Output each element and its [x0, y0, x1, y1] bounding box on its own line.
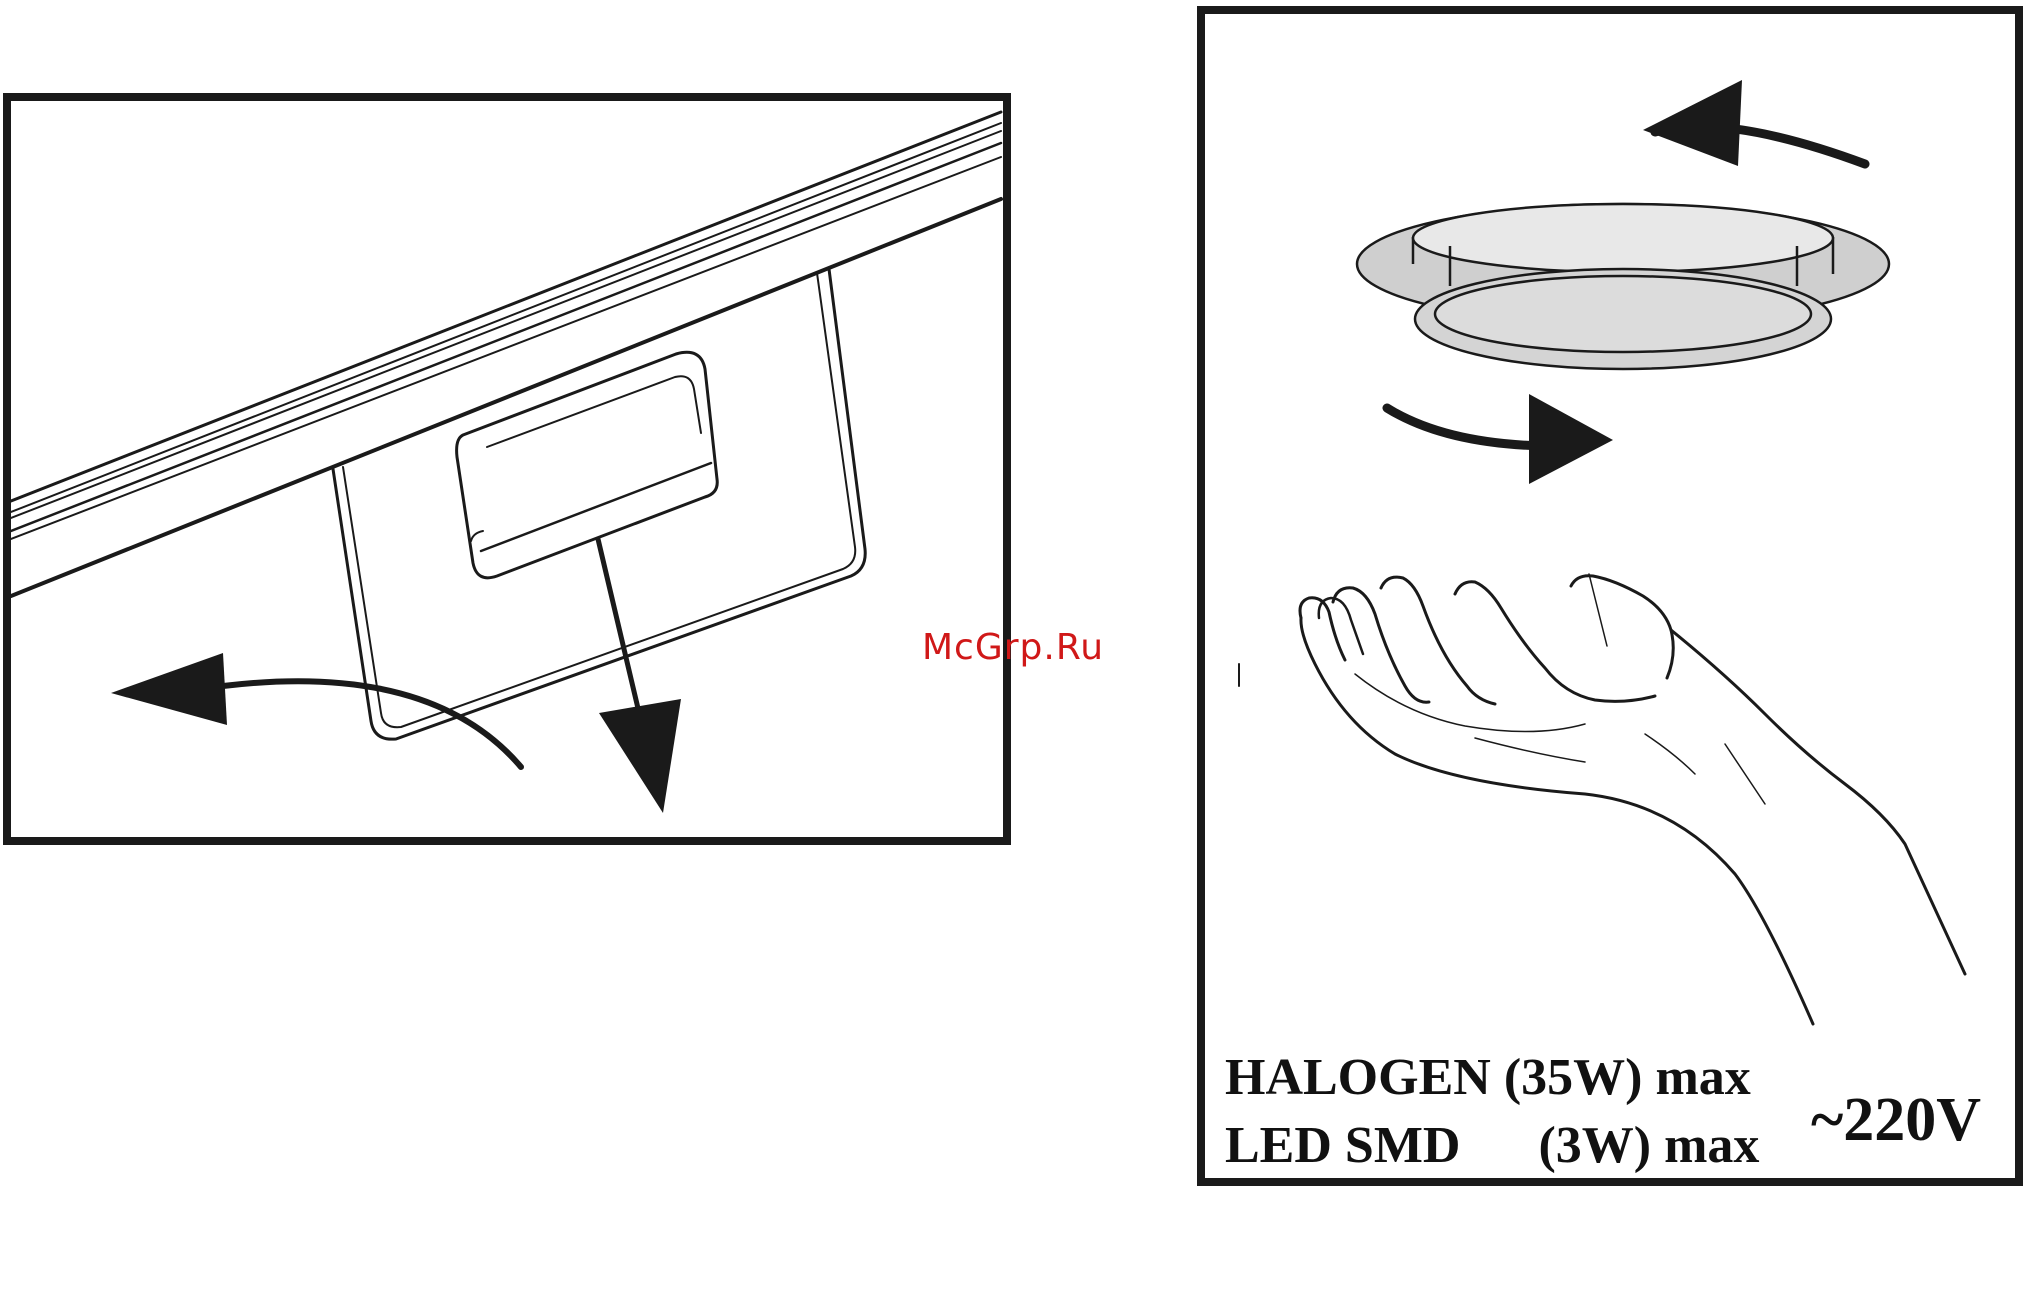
rotate-arrow-bottom	[1387, 394, 1613, 484]
lamp-replacement-illustration	[1205, 14, 2015, 1178]
halogen-spec-label: HALOGEN (35W) max	[1225, 1052, 1751, 1104]
latch-handle[interactable]	[457, 352, 718, 578]
hand-illustration	[1239, 574, 1965, 1024]
voltage-label: ~220V	[1811, 1089, 1981, 1151]
watermark: McGrp.Ru	[922, 630, 1104, 666]
pull-down-arrow	[598, 539, 641, 721]
led-spec-label: LED SMD (3W) max	[1225, 1120, 1759, 1172]
rotate-arrow-top	[1643, 80, 1865, 166]
pull-down-arrow-head	[599, 699, 681, 813]
lamp-fixture	[1357, 204, 1889, 369]
cover-removal-illustration	[11, 101, 1003, 837]
panel-lamp-replacement: HALOGEN (35W) max LED SMD (3W) max ~220V	[1197, 6, 2023, 1186]
panel-cover-removal	[3, 93, 1011, 845]
curved-arrow-head	[111, 653, 227, 725]
